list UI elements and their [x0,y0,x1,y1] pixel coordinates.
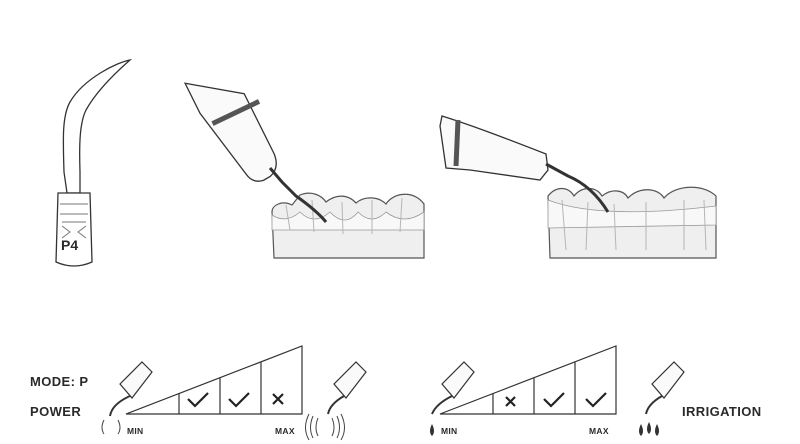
scaler-tip-icon [55,58,133,267]
power-level-2-check-icon [228,392,250,408]
jaw-illustration-right [439,115,717,259]
handpiece-icon [327,361,367,415]
power-triangle [125,345,303,415]
power-scale [101,345,367,441]
power-label: POWER [30,404,82,419]
irrigation-triangle [439,345,617,415]
vibration-waves-icon [305,413,345,441]
irrigation-scale [430,345,685,436]
irrigation-label: IRRIGATION [682,404,762,419]
irrigation-max-label: MAX [589,426,609,436]
vibration-waves-icon [101,419,121,435]
tip-code-label: P4 [61,237,79,253]
power-level-1-check-icon [187,392,209,408]
irrigation-level-3-check-icon [585,392,607,408]
handpiece-icon [439,115,610,213]
irrigation-level-2-check-icon [543,392,565,408]
power-max-label: MAX [275,426,295,436]
lower-jaw-teeth-icon [547,186,717,259]
water-drop-icon [639,422,659,436]
handpiece-icon [183,82,328,223]
power-min-label: MIN [127,426,144,436]
handpiece-icon [109,361,153,417]
power-level-3-cross-icon [272,393,284,405]
irrigation-level-1-cross-icon [505,396,516,407]
lower-jaw-teeth-icon [271,192,425,259]
mode-label: MODE: P [30,374,89,389]
handpiece-icon [431,361,475,415]
water-drop-icon [430,424,434,436]
jaw-illustration-left [183,82,425,259]
irrigation-min-label: MIN [441,426,458,436]
handpiece-icon [645,361,685,415]
